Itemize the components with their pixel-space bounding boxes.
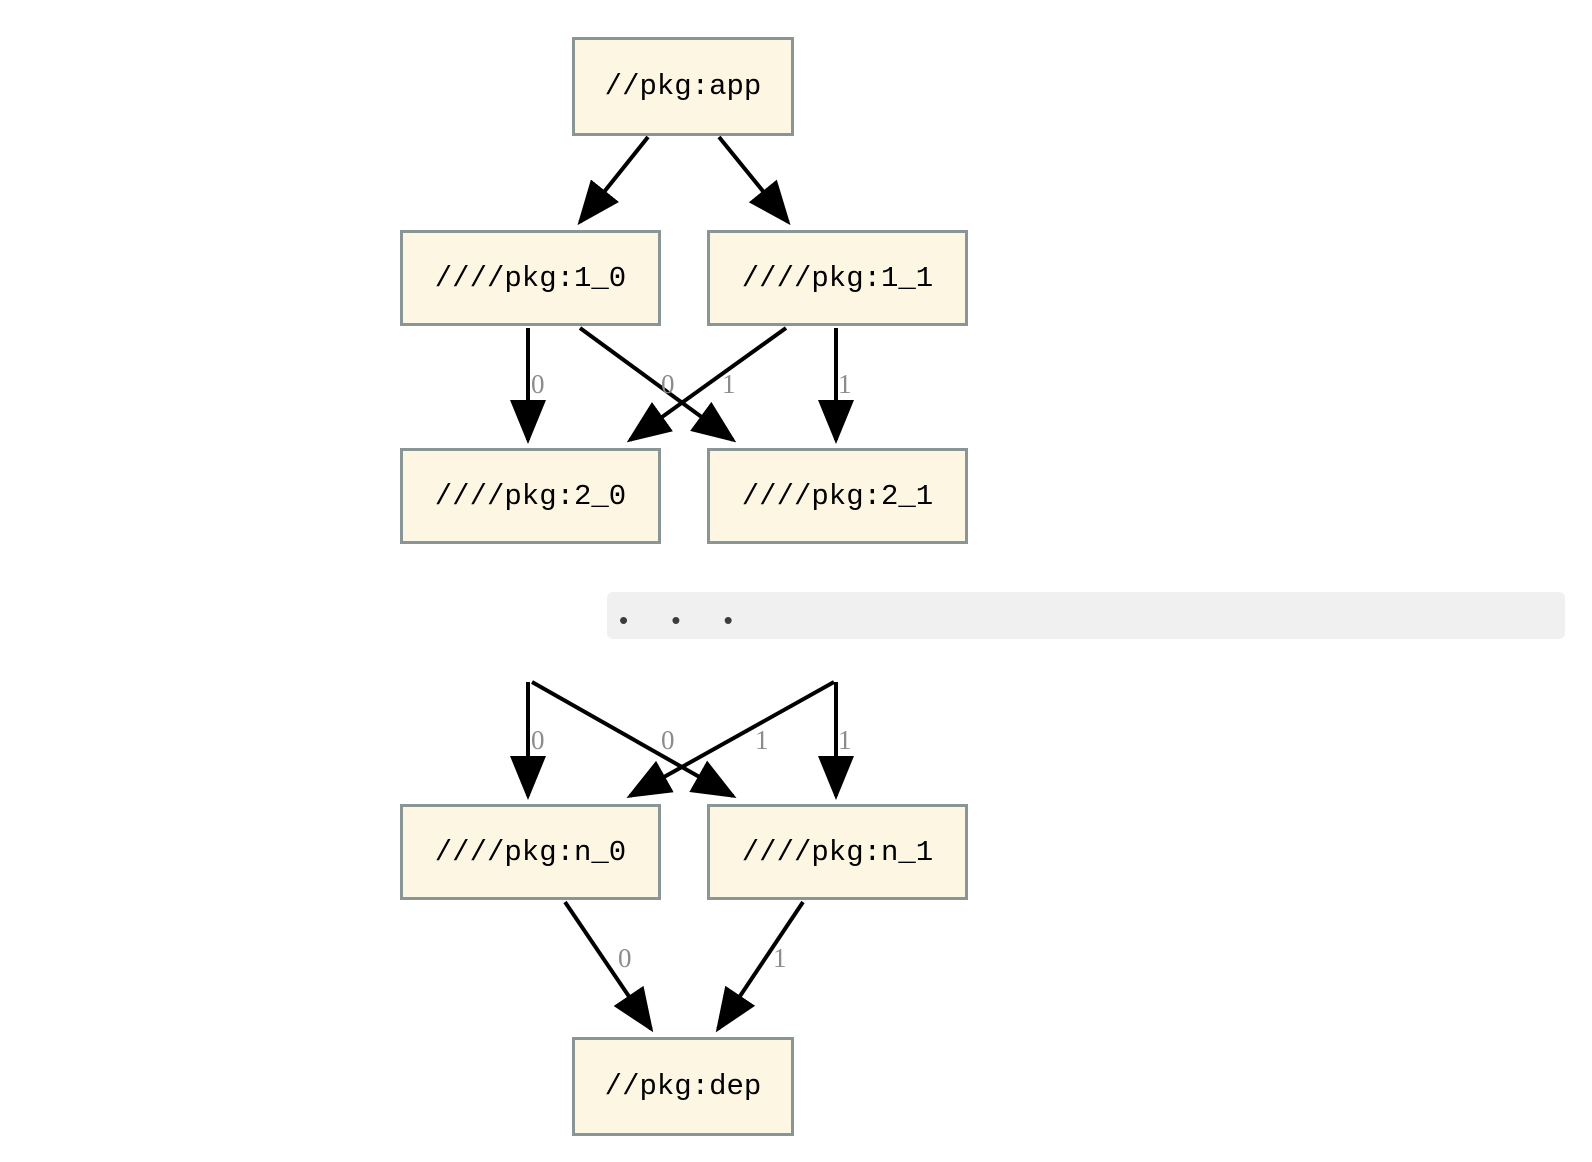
node-label: ////pkg:n_0 [434,835,627,869]
edge-label: 1 [773,943,787,973]
edge-label: 1 [838,725,852,755]
node-pkg-2_0[interactable]: ////pkg:2_0 [400,448,661,544]
edge-1_1-to-2_0 [626,326,788,443]
edge-label: 0 [531,369,545,399]
node-pkg-dep[interactable]: //pkg:dep [572,1037,794,1136]
edge-label: 1 [838,369,852,399]
ellipsis-dots: • • • [619,605,751,635]
node-pkg-n_1[interactable]: ////pkg:n_1 [707,804,968,900]
collapsed-section-band: • • • [607,592,1565,639]
edge-n_0-to-dep [563,900,654,1033]
edge-label: 1 [722,369,736,399]
node-label: ////pkg:n_1 [741,835,934,869]
node-label: //pkg:dep [604,1070,762,1103]
edge-label: 0 [618,943,632,973]
edge-label: 1 [755,725,769,755]
edge-label: 0 [661,725,675,755]
node-label: ////pkg:2_0 [434,479,627,513]
edge-app-to-1_0 [577,135,650,226]
edge-1_0-to-2_1 [578,326,737,443]
edge-label: 0 [661,369,675,399]
node-label: ////pkg:2_1 [741,479,934,513]
node-pkg-2_1[interactable]: ////pkg:2_1 [707,448,968,544]
node-label: ////pkg:1_0 [434,261,627,295]
edge-hidden_0-to-n_1 [531,680,737,798]
node-pkg-app[interactable]: //pkg:app [572,37,794,136]
node-pkg-1_1[interactable]: ////pkg:1_1 [707,230,968,326]
node-label: //pkg:app [604,70,762,103]
node-pkg-1_0[interactable]: ////pkg:1_0 [400,230,661,326]
edge-app-to-1_1 [717,135,791,226]
edge-label: 0 [531,725,545,755]
node-label: ////pkg:1_1 [741,261,934,295]
edge-hidden_1-to-n_0 [626,680,835,798]
node-pkg-n_0[interactable]: ////pkg:n_0 [400,804,661,900]
edge-n_1-to-dep [715,900,805,1033]
